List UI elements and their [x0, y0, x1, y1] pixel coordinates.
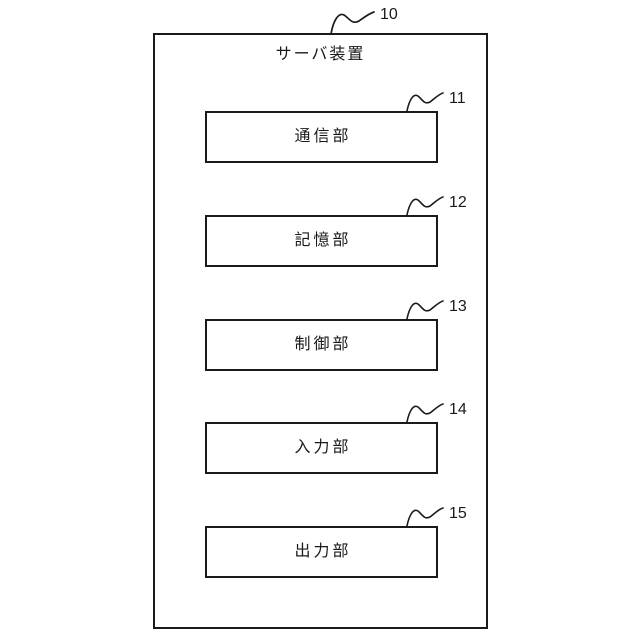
leader-line [406, 300, 444, 320]
block-box-input: 入力部 [205, 422, 438, 474]
block-label: 通信部 [294, 128, 352, 145]
ref-numeral: 13 [449, 298, 467, 315]
ref-numeral: 12 [449, 194, 467, 211]
block-label: 出力部 [294, 543, 352, 560]
block-label: 制御部 [294, 336, 352, 353]
leader-line [406, 92, 444, 112]
leader-line [406, 507, 444, 527]
ref-numeral: 11 [449, 90, 466, 107]
leader-line-device [330, 11, 375, 35]
ref-numeral: 15 [449, 505, 467, 522]
ref-numeral: 14 [449, 401, 467, 418]
leader-line [406, 196, 444, 216]
ref-numeral-device: 10 [380, 6, 398, 23]
server-device-title: サーバ装置 [275, 46, 366, 63]
block-box-output: 出力部 [205, 526, 438, 578]
block-label: 記憶部 [294, 232, 352, 249]
block-label: 入力部 [294, 439, 352, 456]
block-box-storage: 記憶部 [205, 215, 438, 267]
block-box-communication: 通信部 [205, 111, 438, 163]
block-box-control: 制御部 [205, 319, 438, 371]
leader-line [406, 403, 444, 423]
